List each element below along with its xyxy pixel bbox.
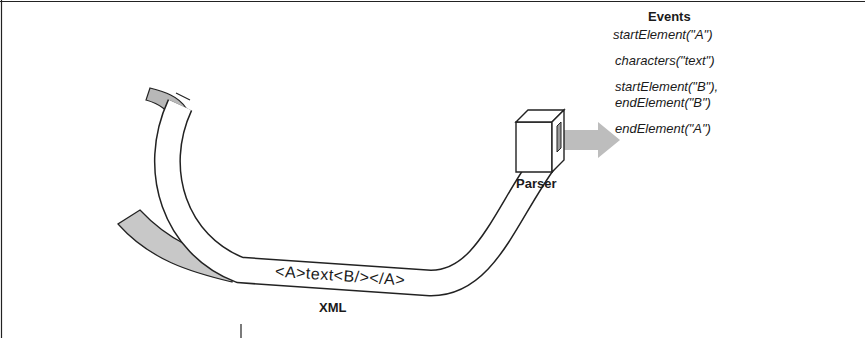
parser-node: Parser — [500, 100, 630, 195]
ribbon-edge — [167, 105, 545, 283]
frame-line — [1, 0, 2, 338]
cube-slot — [557, 122, 561, 152]
ribbon-end — [176, 93, 190, 100]
event-call: startElement("A") — [613, 27, 713, 43]
events-heading: Events — [648, 9, 691, 25]
cube-side — [552, 110, 564, 172]
frame-line — [0, 1, 865, 2]
event-call: endElement("A") — [615, 121, 711, 137]
xml-label: XML — [319, 300, 346, 316]
cube-front — [516, 122, 552, 172]
ribbon-body — [167, 105, 545, 283]
event-call: characters("text") — [615, 53, 715, 69]
output-arrow — [560, 122, 620, 158]
frame-tick — [240, 324, 241, 338]
event-call: startElement("B"), endElement("B") — [615, 79, 745, 112]
parser-label: Parser — [516, 176, 556, 191]
